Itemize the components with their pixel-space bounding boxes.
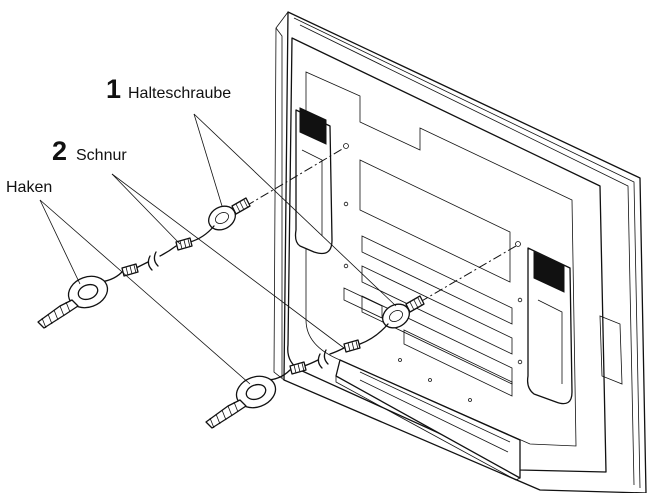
label-halteschraube-text: Halteschraube xyxy=(128,85,231,102)
cord-assembly-lower xyxy=(205,295,425,429)
hook-lower xyxy=(205,375,277,429)
label-schnur-text: Schnur xyxy=(76,147,127,164)
crimp-upper-1 xyxy=(175,237,193,251)
right-handle xyxy=(526,247,573,405)
hook-upper xyxy=(37,275,109,329)
side-connector xyxy=(599,315,623,385)
bolt-upper xyxy=(208,197,251,231)
screw-holes xyxy=(343,143,523,402)
vent-slots xyxy=(359,159,513,397)
insertion-guides xyxy=(245,147,517,303)
bolt-lower xyxy=(382,295,425,329)
label-schnur: 2 Schnur xyxy=(52,136,127,166)
label-haken-text: Haken xyxy=(6,179,52,196)
label-number-1: 1 xyxy=(106,74,121,104)
cord-assembly-upper xyxy=(37,197,251,329)
label-halteschraube: 1 Halteschraube xyxy=(106,74,231,104)
display-stand xyxy=(335,287,521,481)
label-number-2: 2 xyxy=(52,136,67,166)
crimp-lower-2 xyxy=(289,361,307,375)
crimp-lower-1 xyxy=(343,339,361,353)
left-handle xyxy=(294,107,333,255)
display-rear-panel xyxy=(273,11,647,493)
leader-lines xyxy=(39,113,397,385)
label-haken: Haken xyxy=(6,179,52,196)
